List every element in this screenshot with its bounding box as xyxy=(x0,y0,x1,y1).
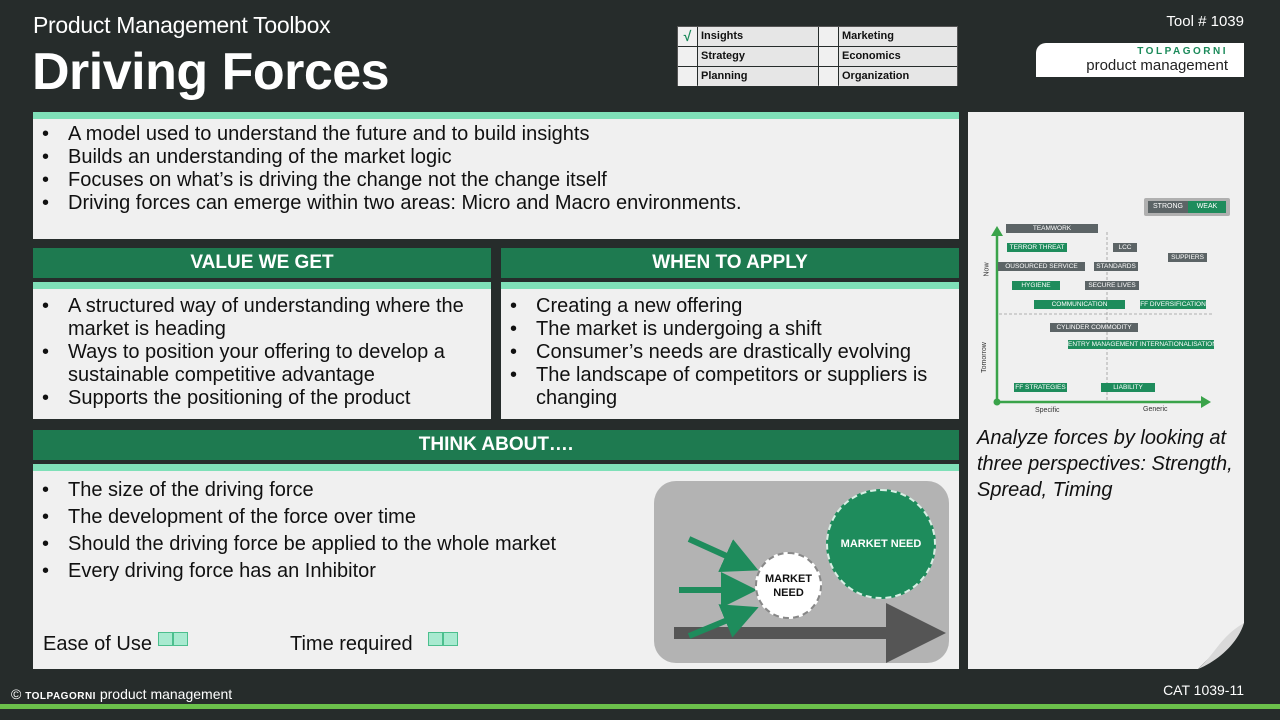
footer-brand-suffix: product management xyxy=(99,686,233,702)
list-item: A structured way of understanding where … xyxy=(33,295,483,341)
think-list: The size of the driving force The develo… xyxy=(33,477,633,585)
panel-accent xyxy=(501,282,959,289)
list-item: Focuses on what’s is driving the change … xyxy=(33,169,953,192)
perspectives-note: Analyze forces by looking at three persp… xyxy=(977,427,1233,501)
legend-strong: STRONG xyxy=(1148,201,1188,213)
market-need-big-circle: MARKET NEED xyxy=(826,489,936,599)
brand-logo-name: TOLPAGORNI xyxy=(1137,46,1228,57)
force-terror-threat: TERROR THREAT xyxy=(1007,243,1067,252)
force-cylinder-commodity: CYLINDER COMMODITY xyxy=(1050,323,1138,332)
when-list: Creating a new offering The market is un… xyxy=(501,295,953,410)
footer-brand: TOLPAGORNI xyxy=(25,691,96,702)
force-entry-management: ENTRY MANAGEMENT INTERNATIONALISATION xyxy=(1068,340,1214,349)
strength-legend: STRONG WEAK xyxy=(1144,198,1230,216)
category-strategy: Strategy xyxy=(698,47,818,66)
footer-copyright: © TOLPAGORNI product management xyxy=(11,686,232,702)
toolbox-title: Product Management Toolbox xyxy=(33,12,331,38)
check-mark-icon: √ xyxy=(678,27,697,46)
force-teamwork: TEAMWORK xyxy=(1006,224,1098,233)
category-checkbox xyxy=(819,27,838,46)
force-suppiers: SUPPIERS xyxy=(1168,253,1207,262)
brand-logo-subtitle: product management xyxy=(1086,57,1228,74)
time-required-label: Time required xyxy=(290,633,413,655)
rating-box-filled xyxy=(158,632,173,646)
list-item: Every driving force has an Inhibitor xyxy=(33,558,633,585)
force-secure-lives: SECURE LIVES xyxy=(1085,281,1139,290)
legend-weak: WEAK xyxy=(1188,201,1226,213)
category-marketing: Marketing xyxy=(839,27,957,46)
axis-label-tomorrow: Tomorrow xyxy=(980,342,988,373)
tool-number: Tool # 1039 xyxy=(1166,13,1244,30)
intro-list: A model used to understand the future an… xyxy=(33,123,953,215)
list-item: Creating a new offering xyxy=(501,295,953,318)
when-panel: Creating a new offering The market is un… xyxy=(501,282,959,419)
list-item: Supports the positioning of the product xyxy=(33,387,483,410)
page-curl-icon xyxy=(1198,623,1244,669)
list-item: Should the driving force be applied to t… xyxy=(33,531,633,558)
force-lcc: LCC xyxy=(1113,243,1137,252)
force-standards: STANDARDS xyxy=(1094,262,1138,271)
market-need-small-circle: MARKET NEED xyxy=(755,552,822,619)
axis-label-now: Now xyxy=(983,262,991,277)
force-arrows-icon xyxy=(674,536,946,663)
category-economics: Economics xyxy=(839,47,957,66)
list-item: The size of the driving force xyxy=(33,477,633,504)
copyright-symbol: © xyxy=(11,686,22,702)
category-table: √ Insights Strategy Planning Marketing E… xyxy=(677,26,958,86)
page-title: Driving Forces xyxy=(32,43,390,101)
list-item: A model used to understand the future an… xyxy=(33,123,953,146)
axis-label-generic: Generic xyxy=(1143,406,1168,413)
panel-accent xyxy=(33,464,959,471)
axis-label-specific: Specific xyxy=(1035,407,1060,414)
list-item: Ways to position your offering to develo… xyxy=(33,341,483,387)
value-list: A structured way of understanding where … xyxy=(33,295,483,410)
footer-divider xyxy=(0,704,1280,709)
panel-accent xyxy=(33,282,491,289)
force-ousourced-service: OUSOURCED SERVICE xyxy=(998,262,1085,271)
category-planning: Planning xyxy=(698,67,818,86)
intro-panel: A model used to understand the future an… xyxy=(33,112,959,239)
category-checkbox xyxy=(678,67,697,86)
rating-box-filled xyxy=(443,632,458,646)
ease-of-use-label: Ease of Use xyxy=(43,633,152,655)
force-liability: LIABILITY xyxy=(1101,383,1155,392)
panel-accent xyxy=(33,112,959,119)
force-ff-strategies: FF STRATEGIES xyxy=(1014,383,1067,392)
when-heading: WHEN TO APPLY xyxy=(501,248,959,278)
list-item: Driving forces can emerge within two are… xyxy=(33,192,953,215)
market-need-illustration: MARKET NEED MARKET NEED xyxy=(654,481,949,663)
list-item: Consumer’s needs are drastically evolvin… xyxy=(501,341,953,364)
force-communication: COMMUNICATION xyxy=(1034,300,1125,309)
rating-box-filled xyxy=(173,632,188,646)
catalog-number: CAT 1039-11 xyxy=(1163,682,1244,698)
list-item: The landscape of competitors or supplier… xyxy=(501,364,953,410)
force-hygiene: HYGIENE xyxy=(1012,281,1060,290)
category-checkbox xyxy=(819,67,838,86)
list-item: The market is undergoing a shift xyxy=(501,318,953,341)
brand-logo: TOLPAGORNI product management xyxy=(1036,43,1244,77)
rating-box-filled xyxy=(428,632,443,646)
list-item: Builds an understanding of the market lo… xyxy=(33,146,953,169)
list-item: The development of the force over time xyxy=(33,504,633,531)
think-heading: THINK ABOUT…. xyxy=(33,430,959,460)
category-checkbox xyxy=(819,47,838,66)
category-insights: Insights xyxy=(698,27,818,46)
value-heading: VALUE WE GET xyxy=(33,248,491,278)
category-organization: Organization xyxy=(839,67,957,86)
force-ff-diversification: FF DIVERSIFICATION xyxy=(1140,300,1206,309)
forces-axes xyxy=(991,226,1213,408)
category-checkbox xyxy=(678,47,697,66)
value-panel: A structured way of understanding where … xyxy=(33,282,491,419)
